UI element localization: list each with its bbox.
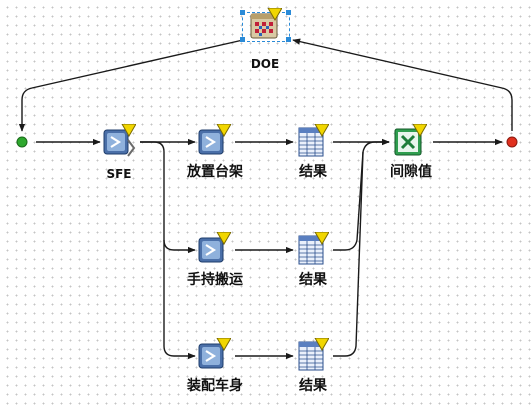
selection-handle[interactable] — [240, 10, 245, 15]
connector-result3-to-gap — [333, 151, 364, 357]
start-circle-icon[interactable] — [16, 136, 28, 148]
step-assembly-node[interactable] — [197, 338, 231, 372]
result-node-3[interactable] — [295, 338, 329, 372]
step-handling-label: 手持搬运 — [187, 272, 243, 288]
table-result-icon — [298, 124, 329, 157]
connector-sfe-to-step3 — [163, 240, 196, 360]
connector-result2-to-gap — [333, 138, 390, 251]
table-result-icon — [298, 232, 329, 265]
script-component-icon — [198, 232, 231, 263]
doe-icon — [250, 8, 282, 39]
end-circle-icon[interactable] — [506, 136, 518, 148]
table-result-icon — [298, 338, 329, 371]
connector-sfe-to-step2 — [140, 141, 196, 254]
doe-node[interactable] — [248, 8, 282, 42]
selection-handle[interactable] — [286, 10, 291, 15]
excel-icon — [394, 124, 427, 156]
result-label-1: 结果 — [299, 164, 327, 180]
gap-value-node[interactable] — [393, 124, 427, 158]
connector-end-to-doe — [292, 38, 513, 131]
connector-doe-to-start — [18, 39, 244, 132]
step-placement-label: 放置台架 — [187, 164, 243, 180]
doe-label: DOE — [250, 57, 280, 71]
result-node-1[interactable] — [295, 124, 329, 158]
doe-selection-box — [242, 12, 290, 42]
selection-handle[interactable] — [240, 37, 245, 42]
sfe-script-icon — [103, 124, 136, 157]
result-node-2[interactable] — [295, 232, 329, 266]
step-placement-node[interactable] — [197, 124, 231, 158]
step-assembly-label: 装配车身 — [187, 378, 243, 394]
result-label-3: 结果 — [299, 378, 327, 394]
sfe-node[interactable] — [102, 124, 136, 158]
selection-handle[interactable] — [286, 37, 291, 42]
gap-value-label: 间隙值 — [390, 164, 432, 180]
result-label-2: 结果 — [299, 272, 327, 288]
script-component-icon — [198, 338, 231, 369]
step-handling-node[interactable] — [197, 232, 231, 266]
script-component-icon — [198, 124, 231, 155]
sfe-label: SFE — [106, 167, 132, 181]
